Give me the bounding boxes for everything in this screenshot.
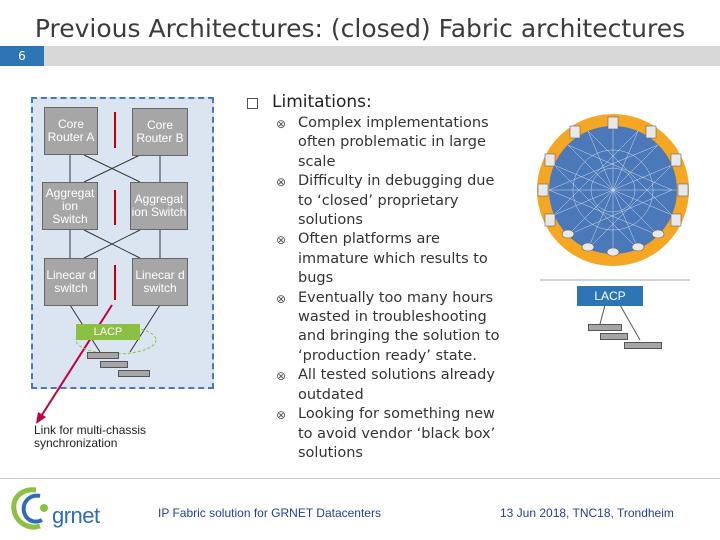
- link-agg-b-line-a: [83, 229, 141, 259]
- slide-number: 6: [0, 46, 44, 66]
- link-core-b-agg-a: [83, 154, 141, 183]
- limitations-title: Limitations:: [272, 92, 372, 112]
- circled-x-icon: ⊗: [276, 233, 287, 248]
- linecard-switch-a: Linecar d switch: [44, 258, 98, 306]
- circled-x-icon: ⊗: [276, 175, 287, 190]
- grnet-logo-icon: [11, 487, 48, 530]
- limitation-item: ⊗Looking for something new to avoid vend…: [276, 406, 496, 461]
- fabric-mesh-figure: [537, 114, 689, 266]
- title-bar: [0, 46, 720, 66]
- circled-x-icon: ⊗: [276, 291, 287, 306]
- linecard-switch-b: Linecar d switch: [132, 258, 188, 306]
- footer-date-location: 13 Jun 2018, TNC18, Trondheim: [500, 506, 674, 520]
- sync-pointer-arrow: [39, 304, 113, 419]
- square-bullet-icon: [247, 98, 258, 109]
- circled-x-icon: ⊗: [276, 408, 287, 423]
- server-bar-2: [100, 361, 128, 368]
- core-router-a: Core Router A: [44, 107, 98, 155]
- slide-title: Previous Architectures: (closed) Fabric …: [34, 14, 686, 43]
- limitation-item: ⊗Often platforms are immature which resu…: [276, 231, 488, 287]
- lacp-label: LACP: [76, 324, 140, 340]
- circled-x-icon: ⊗: [276, 369, 287, 384]
- sync-link-note: Link for multi-chassis synchronization: [34, 423, 147, 450]
- footer-presentation-title: IP Fabric solution for GRNET Datacenters: [158, 506, 381, 520]
- arrowhead-icon: [36, 412, 46, 424]
- fabric-server-bar-1: [588, 324, 622, 331]
- fabric-lacp-link-a: [599, 304, 606, 325]
- grnet-logo-text: grnet: [52, 503, 100, 528]
- limitation-item: ⊗Difficulty in debugging due to ‘closed’…: [276, 173, 495, 229]
- circled-x-icon: ⊗: [276, 117, 287, 131]
- footer-divider: [0, 478, 720, 479]
- limitations-list: ⊗Complex implementations often problemat…: [276, 114, 511, 463]
- aggregation-switch-a: Aggregat ion Switch: [42, 182, 98, 230]
- limitation-item: ⊗Eventually too many hours wasted in tro…: [276, 289, 500, 364]
- fabric-lacp-link-b: [619, 304, 641, 341]
- fabric-server-bar-3: [624, 342, 662, 349]
- lacp-ring: [75, 325, 157, 355]
- limitation-item: ⊗Complex implementations often problemat…: [276, 115, 489, 170]
- aggregation-switch-b: Aggregat ion Switch: [130, 182, 188, 230]
- fabric-lacp-label: LACP: [577, 286, 643, 306]
- server-bar-1: [87, 352, 119, 359]
- limitation-item: ⊗All tested solutions already outdated: [276, 367, 495, 403]
- fabric-server-bar-2: [600, 333, 628, 340]
- core-router-b: Core Router B: [132, 108, 188, 156]
- server-bar-3: [118, 370, 150, 377]
- link-line-b-lacp: [129, 304, 161, 353]
